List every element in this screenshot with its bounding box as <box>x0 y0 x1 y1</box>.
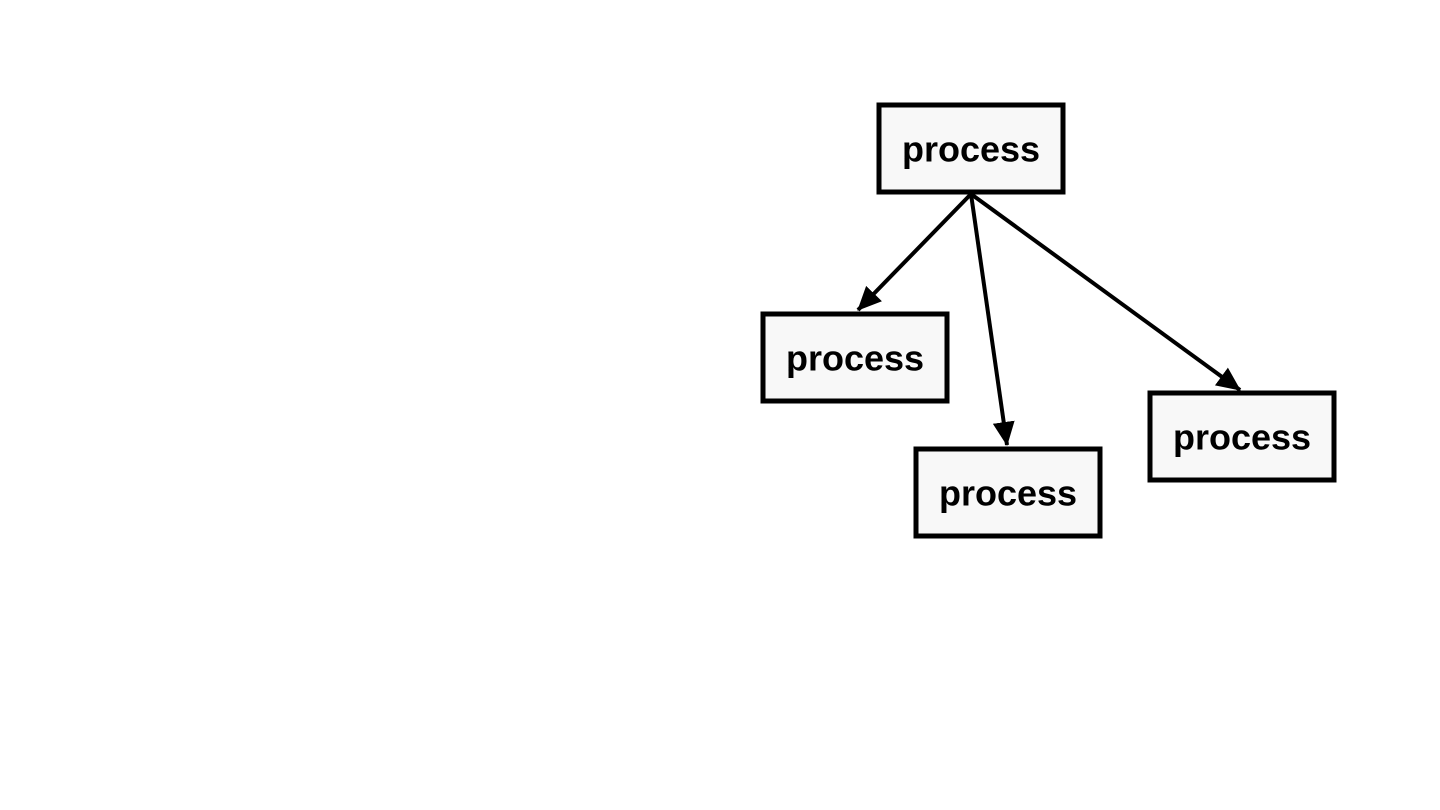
edges-group <box>856 192 1242 446</box>
node-child-middle[interactable]: process <box>913 446 1103 539</box>
node-child-right[interactable]: process <box>1147 390 1337 483</box>
node-root-label: process <box>902 129 1040 170</box>
node-child-left-box <box>760 311 950 404</box>
node-child-left-label: process <box>786 338 924 379</box>
node-root[interactable]: process <box>876 102 1066 195</box>
node-child-right-box <box>1147 390 1337 483</box>
edge-root-to-child-right <box>969 192 1242 392</box>
node-root-box <box>876 102 1066 195</box>
node-child-middle-label: process <box>939 473 1077 514</box>
edge-root-to-child-left <box>856 192 973 312</box>
node-child-right-label: process <box>1173 417 1311 458</box>
node-child-middle-box <box>913 446 1103 539</box>
node-child-left[interactable]: process <box>760 311 950 404</box>
edge-root-to-child-middle <box>969 193 1015 446</box>
